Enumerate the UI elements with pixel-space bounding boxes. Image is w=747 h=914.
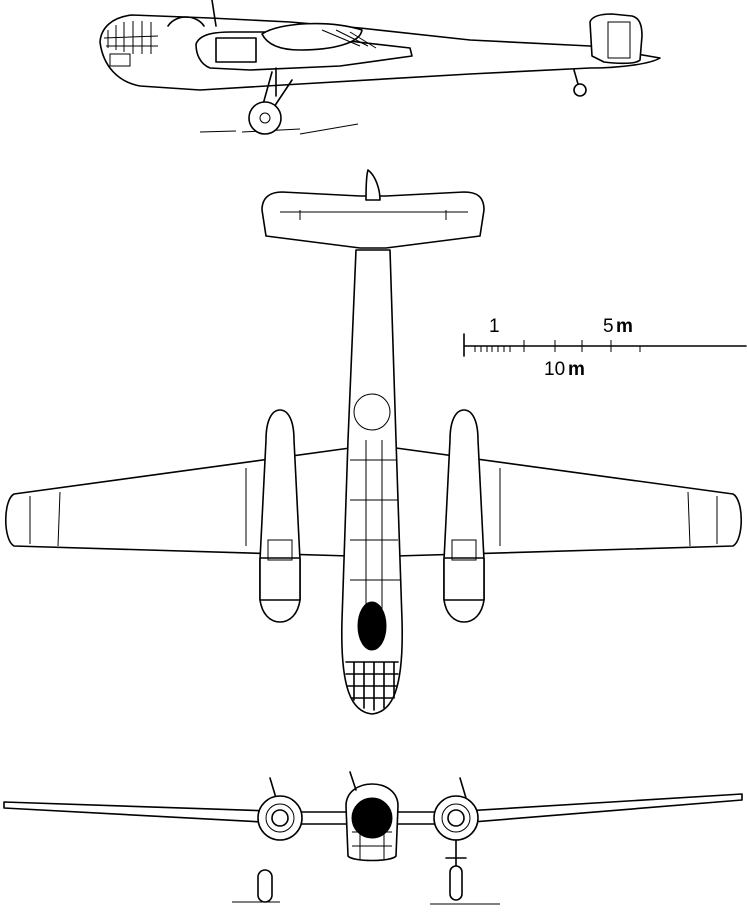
scale-unit-top: m <box>616 316 633 337</box>
top-view <box>5 169 742 715</box>
side-view-nose-glazing <box>103 21 159 67</box>
top-view-tailplane <box>261 191 485 249</box>
scale-label-10: 10 <box>544 359 565 380</box>
side-view-main-wheel <box>248 101 282 135</box>
side-view-tail-fin <box>589 13 643 65</box>
scale-bar-ticks <box>474 340 641 352</box>
scale-label-1: 1 <box>489 316 500 337</box>
top-view-cockpit-window <box>357 601 387 651</box>
side-view-exhaust <box>215 37 257 63</box>
front-view-ground-line <box>232 901 500 905</box>
scale-bar: 1 5 m 10 m <box>463 316 747 380</box>
front-view-right-wheel <box>449 865 463 901</box>
front-view-left-wheel <box>257 869 273 903</box>
scale-bar-line <box>463 333 747 357</box>
top-view-nose-glazing <box>345 661 399 711</box>
side-view-propeller <box>167 0 217 27</box>
front-view-nose-glazing <box>351 797 393 839</box>
scale-unit-bottom: m <box>568 359 585 380</box>
top-view-dorsal-turret <box>353 393 391 431</box>
top-view-fuselage <box>340 249 404 715</box>
side-view <box>99 0 661 135</box>
scale-label-5: 5 <box>603 316 614 337</box>
front-view <box>3 771 743 905</box>
side-view-tail-wheel <box>573 83 587 97</box>
